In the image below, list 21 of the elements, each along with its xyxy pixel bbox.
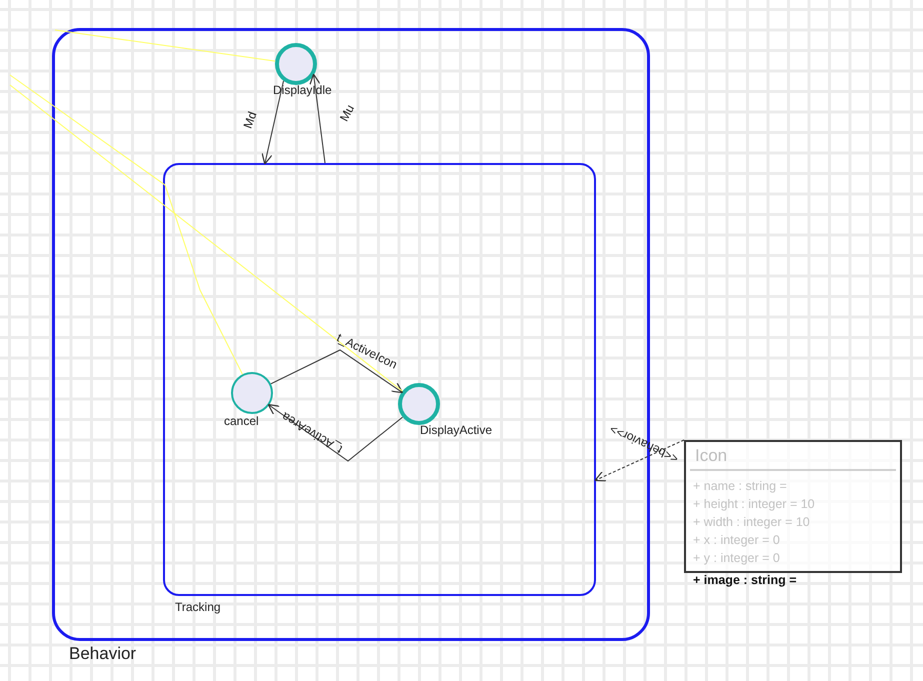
- class-attribute: + height : integer = 10: [692, 496, 816, 513]
- transition-arrow: [309, 74, 326, 164]
- region-label: Tracking: [175, 600, 221, 614]
- state-label: cancel: [224, 414, 259, 428]
- transition-arrow: [594, 440, 684, 482]
- connector-line: [54, 30, 276, 62]
- class-attribute: + x : integer = 0: [692, 532, 781, 549]
- transition-arrow: [262, 80, 284, 165]
- connector-line: [10, 74, 243, 375]
- transition-arrow: [268, 404, 404, 462]
- class-attribute: + image : string =: [692, 572, 798, 589]
- state-label: DisplayActive: [420, 423, 492, 437]
- class-attribute: + name : string =: [692, 478, 788, 495]
- region-label: Behavior: [69, 644, 136, 664]
- class-attribute: + y : integer = 0: [692, 550, 781, 567]
- connector-line: [10, 84, 403, 392]
- edge-label: Md: [240, 110, 260, 130]
- class-attribute: + width : integer = 10: [692, 514, 811, 531]
- transition-arrow: [270, 349, 404, 394]
- edge-label: Mu: [337, 102, 358, 124]
- class-name: Icon: [690, 442, 896, 471]
